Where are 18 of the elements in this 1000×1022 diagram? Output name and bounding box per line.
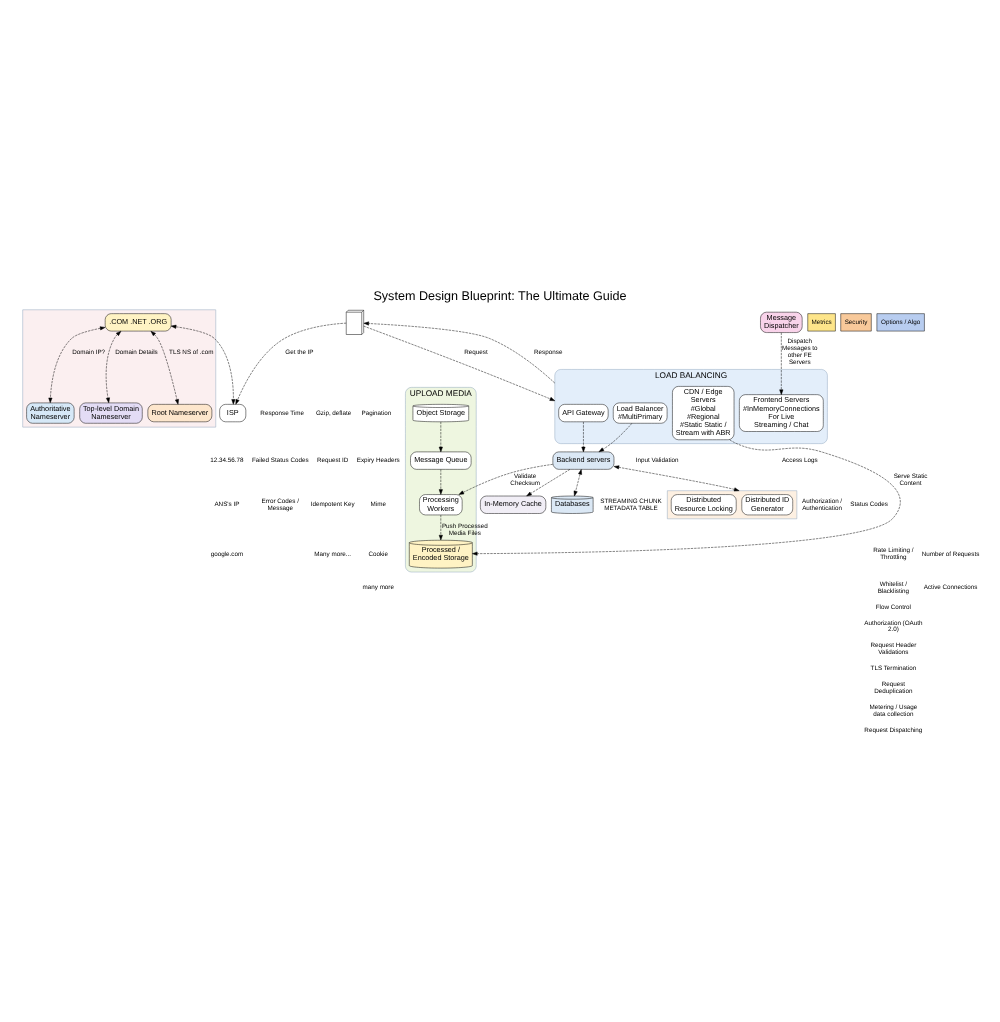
arrow [573,469,582,497]
arrow [598,423,633,453]
arrow [438,421,443,453]
arrow [170,324,236,405]
arrow [613,465,740,492]
arrow [363,321,556,384]
arrow [581,421,586,453]
arrow [105,330,122,404]
arrow [150,331,179,405]
arrow [438,514,443,541]
arrow [458,464,553,495]
arrow [472,439,901,556]
arrow [526,469,571,497]
arrow [363,325,556,401]
arrow [438,469,443,495]
arrow [235,322,347,405]
arrow [48,326,106,404]
arrow [779,332,784,395]
